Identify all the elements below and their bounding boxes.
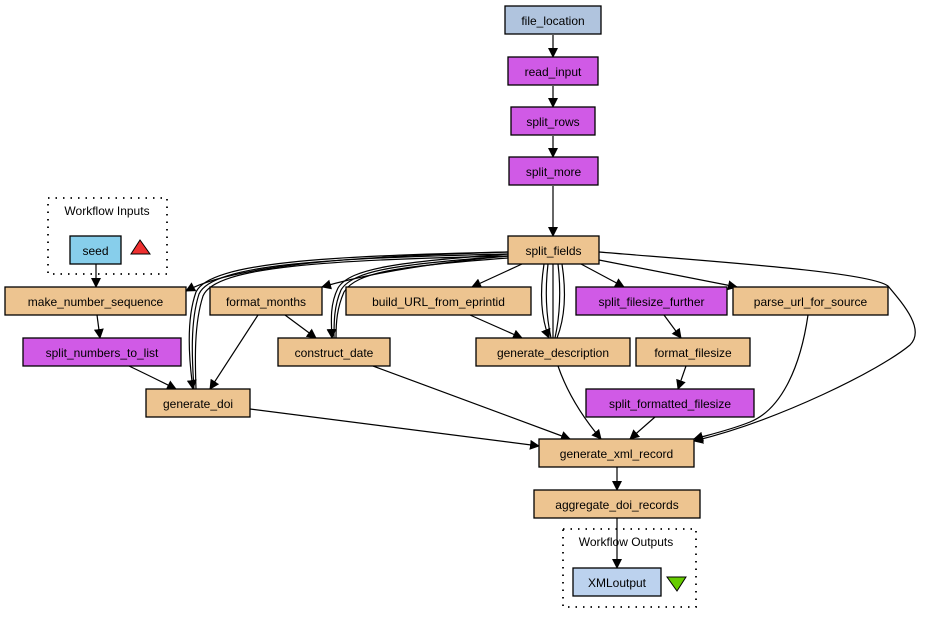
edge-make_number_sequence-split_numbers_to_list (93, 314, 104, 339)
node-box (4, 286, 187, 316)
node-box (145, 388, 251, 418)
node-box (533, 489, 701, 519)
edges (91, 35, 916, 569)
node-box (635, 337, 751, 367)
edge-split_fields-parse_url_for_source (598, 259, 738, 291)
edge-split_formatted_filesize-generate_xml_record (629, 416, 656, 440)
edge-split_fields-generate_doi-1 (186, 251, 509, 390)
node-box (510, 106, 596, 136)
node-label: read_input (525, 65, 582, 79)
edge-format_months-construct_date (284, 314, 317, 339)
node-box (504, 5, 602, 35)
node-box (572, 567, 662, 597)
nodes: file_location read_input split_rows split_m… (4, 5, 889, 597)
node-box (475, 337, 631, 367)
workflow-outputs-label: Workflow Outputs (579, 535, 673, 549)
node-format_filesize[interactable]: format_filesize (635, 337, 751, 367)
workflow-inputs-label: Workflow Inputs (64, 204, 149, 218)
node-box (209, 286, 323, 316)
edge-split_fields-split_filesize_further (580, 263, 625, 288)
node-read_input[interactable]: read_input (507, 56, 599, 86)
node-split_fields[interactable]: split_fields (507, 235, 600, 265)
node-split_rows[interactable]: split_rows (510, 106, 596, 136)
node-parse_url_for_source[interactable]: parse_url_for_source (732, 286, 889, 316)
output-port-triangle-icon (666, 576, 687, 592)
edge-split_filesize_further-format_filesize (663, 314, 682, 339)
node-label: parse_url_for_source (754, 295, 868, 309)
node-box (69, 235, 122, 265)
edge-split_fields-generate_xml_record (598, 251, 916, 444)
node-label: file_location (521, 14, 584, 28)
node-label: split_fields (525, 244, 581, 258)
node-box (507, 56, 599, 86)
node-label: split_more (526, 165, 582, 179)
node-label: generate_xml_record (560, 447, 673, 461)
node-generate_xml_record[interactable]: generate_xml_record (538, 438, 695, 468)
node-label: split_formatted_filesize (609, 397, 731, 411)
node-label: XMLoutput (588, 576, 647, 590)
workflow-outputs-cluster: Workflow Outputs (562, 528, 697, 608)
edge-split_fields-generate_description-5 (556, 263, 566, 339)
node-format_months[interactable]: format_months (209, 286, 323, 316)
node-split_numbers_to_list[interactable]: split_numbers_to_list (22, 337, 182, 367)
node-XMLoutput[interactable]: XMLoutput (572, 567, 662, 597)
node-label: split_filesize_further (598, 295, 704, 309)
node-seed[interactable]: seed (69, 235, 122, 265)
node-label: split_rows (526, 115, 579, 129)
edge-split_fields-format_months (321, 255, 509, 290)
node-box (345, 286, 532, 316)
edge-format_months-generate_doi (209, 314, 259, 390)
node-box (538, 438, 695, 468)
node-generate_doi[interactable]: generate_doi (145, 388, 251, 418)
edge-build_URL_from_eprintid-generate_description (469, 314, 523, 339)
workflow-inputs-cluster: Workflow Inputs (47, 197, 168, 275)
node-split_more[interactable]: split_more (508, 156, 599, 186)
edge-parse_url_for_source-generate_xml_record (693, 314, 809, 442)
input-port-triangle-icon (130, 239, 151, 255)
edge-split_fields-construct_date-2 (333, 255, 509, 339)
edge-split_numbers_to_list-generate_doi (128, 365, 177, 390)
node-label: seed (82, 244, 108, 258)
node-build_URL_from_eprintid[interactable]: build_URL_from_eprintid (345, 286, 532, 316)
edge-split_fields-generate_description-4 (554, 263, 561, 339)
node-label: construct_date (295, 346, 374, 360)
edge-construct_date-generate_xml_record (372, 365, 571, 441)
node-aggregate_doi_records[interactable]: aggregate_doi_records (533, 489, 701, 519)
node-label: generate_doi (163, 397, 233, 411)
edge-split_fields-construct_date-3 (335, 257, 509, 339)
edge-generate_description-generate_xml_record (557, 365, 602, 440)
node-label: format_months (226, 295, 306, 309)
edge-split_fields-build_URL_from_eprintid (471, 263, 523, 288)
node-label: make_number_sequence (28, 295, 164, 309)
edge-split_fields-generate_description-2 (545, 263, 552, 339)
node-box (507, 235, 600, 265)
node-label: generate_description (497, 346, 609, 360)
edge-split_fields-construct_date-1 (326, 253, 509, 339)
node-label: aggregate_doi_records (555, 498, 678, 512)
node-box (22, 337, 182, 367)
node-box (575, 286, 728, 316)
node-label: split_numbers_to_list (46, 346, 159, 360)
edge-split_fields-generate_doi-2 (191, 253, 509, 390)
node-generate_description[interactable]: generate_description (475, 337, 631, 367)
edge-split_fields-generate_description-1 (540, 263, 551, 339)
node-split_filesize_further[interactable]: split_filesize_further (575, 286, 728, 316)
edge-format_filesize-split_formatted_filesize (676, 365, 687, 390)
node-construct_date[interactable]: construct_date (277, 337, 391, 367)
node-split_formatted_filesize[interactable]: split_formatted_filesize (585, 388, 755, 418)
node-box (732, 286, 889, 316)
node-label: format_filesize (654, 346, 732, 360)
edge-split_fields-generate_doi-3 (194, 255, 509, 390)
node-file_location[interactable]: file_location (504, 5, 602, 35)
node-box (508, 156, 599, 186)
node-box (277, 337, 391, 367)
node-label: build_URL_from_eprintid (372, 295, 505, 309)
node-make_number_sequence[interactable]: make_number_sequence (4, 286, 187, 316)
node-box (585, 388, 755, 418)
edge-generate_doi-generate_xml_record (249, 408, 540, 450)
